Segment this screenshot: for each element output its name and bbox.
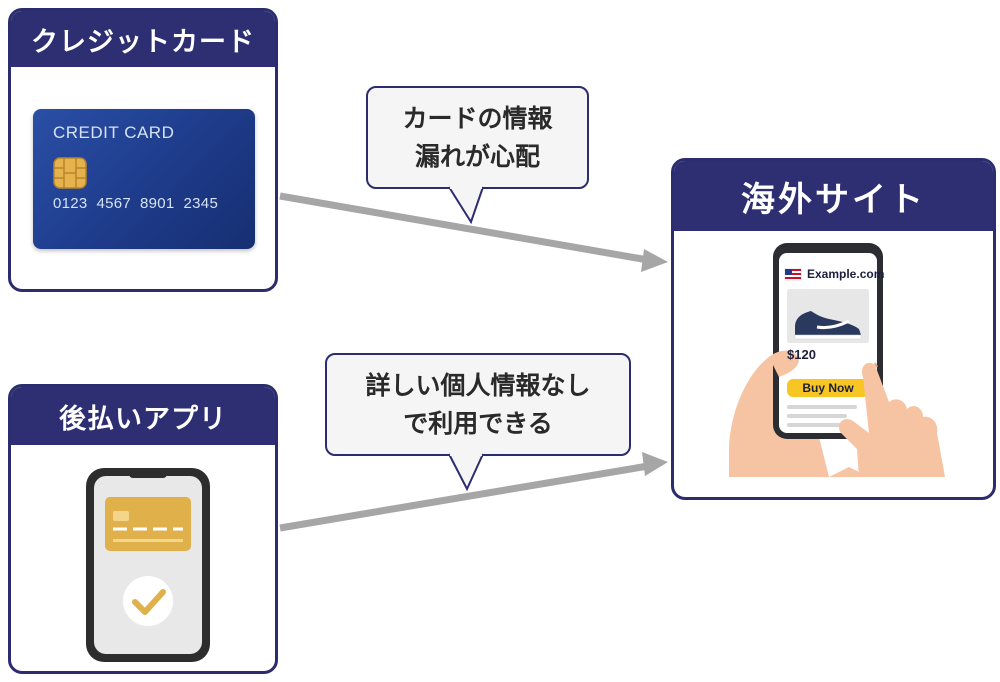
bnpl-app-panel: 後払いアプリ: [8, 384, 278, 674]
bubble-top-line2: 漏れが心配: [414, 141, 540, 171]
chip-icon: [53, 157, 87, 189]
hands-holding-phone-illustration: [729, 243, 945, 477]
sneaker-icon: [794, 311, 862, 340]
check-icon: [123, 576, 173, 626]
bubble-bottom-line1: 詳しい個人情報なし: [365, 370, 591, 400]
arrow-bnpl-to-site: [279, 452, 668, 532]
overseas-site-panel: 海外サイト Examp: [671, 158, 996, 500]
credit-card-label: CREDIT CARD: [53, 123, 175, 142]
overseas-site-panel-title: 海外サイト: [674, 161, 993, 231]
speech-bubble-bnpl-benefit: 詳しい個人情報なし で利用できる: [325, 353, 631, 456]
bubble-top-tail: [448, 186, 484, 225]
bubble-bottom-line2: で利用できる: [403, 408, 553, 438]
credit-card-number: 0123 4567 8901 2345: [53, 195, 219, 212]
product-price: $120: [787, 347, 816, 362]
bubble-bottom-tail: [448, 453, 484, 492]
credit-card-panel-title: クレジットカード: [11, 11, 275, 67]
speech-bubble-card-worry: カードの情報 漏れが心配: [366, 86, 589, 189]
smartphone-icon: [86, 468, 210, 662]
bubble-top-line1: カードの情報: [402, 103, 553, 133]
credit-card-graphic: CREDIT CARD 0123 4567 8901 2345: [33, 109, 255, 249]
arrow-credit-to-site: [279, 192, 668, 272]
credit-card-panel: クレジットカード CREDIT CARD 0123 4567 8901 2345: [8, 8, 278, 292]
card-on-phone-icon: [105, 497, 191, 551]
right-hand-icon: [838, 362, 945, 477]
bnpl-app-panel-title: 後払いアプリ: [11, 387, 275, 445]
buy-now-button[interactable]: Buy Now: [802, 381, 854, 395]
us-flag-icon: [784, 268, 802, 281]
site-url: Example.com: [807, 267, 885, 281]
